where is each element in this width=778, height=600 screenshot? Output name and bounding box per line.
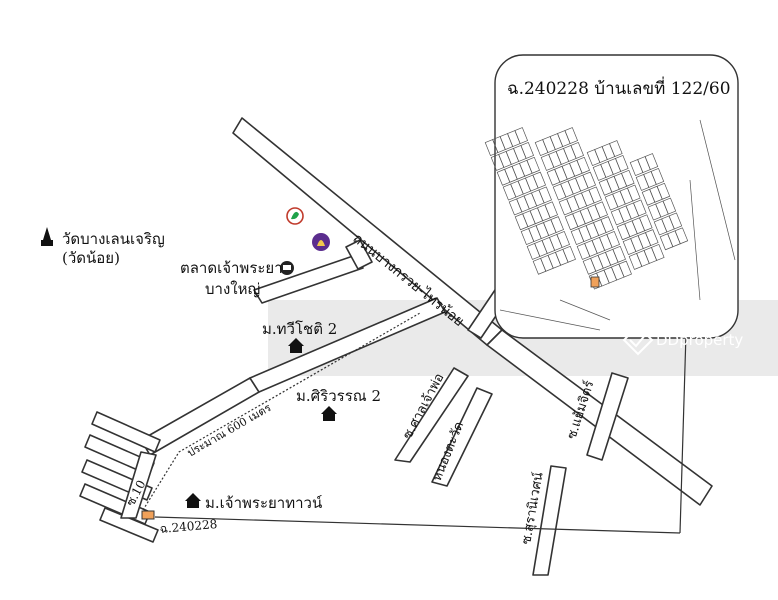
inset-lot xyxy=(644,153,659,171)
inset-lot xyxy=(615,154,629,172)
inset-lot xyxy=(612,245,626,263)
inset-lot xyxy=(538,186,552,204)
inset-boundary-line xyxy=(559,299,611,321)
inset-lot xyxy=(674,227,689,245)
inset-lot xyxy=(609,140,623,158)
soi-sala-road xyxy=(394,367,469,463)
inset-lot xyxy=(644,229,659,247)
inset-lot xyxy=(650,243,665,261)
soi-suran-road xyxy=(532,465,567,576)
kbank-icon xyxy=(286,207,304,225)
inset-lot xyxy=(650,167,665,185)
watermark-logo-icon xyxy=(622,324,654,356)
temple-label-line2: (วัดน้อย) xyxy=(62,249,120,267)
inset-lot xyxy=(582,171,597,189)
watermark: DDproperty xyxy=(622,324,743,356)
inset-lot xyxy=(618,260,632,278)
distance-dotted-line xyxy=(142,312,421,511)
soi-ekam-road xyxy=(586,372,629,461)
inset-lot xyxy=(662,197,677,215)
inset-lot xyxy=(600,216,614,234)
inset-lot xyxy=(570,141,585,159)
inset-lot xyxy=(532,171,547,189)
inset-boundary-line xyxy=(699,119,736,261)
temple-label-line1: วัดบางเลนเจริญ xyxy=(62,230,165,248)
market-label-line1: ตลาดเจ้าพระยา xyxy=(180,259,283,277)
plot-marker xyxy=(141,510,155,520)
village-siriwan-label: ม.ศิริวรรณ 2 xyxy=(296,387,381,405)
inset-boundary-line xyxy=(689,179,701,301)
inset-lot xyxy=(588,186,602,204)
soi-nongwat-road xyxy=(431,387,493,487)
inset-lot xyxy=(514,127,529,145)
inset-lot xyxy=(520,141,535,159)
scb-icon xyxy=(312,233,330,251)
inset-lot xyxy=(638,214,653,232)
market-road-stub xyxy=(345,239,373,270)
village-lane xyxy=(91,411,161,453)
inset-plot-grid xyxy=(484,119,736,331)
village-spine xyxy=(120,451,157,519)
inset-lot xyxy=(594,201,608,219)
inset-title: ฉ.240228 บ้านเลขที่ 122/60 xyxy=(507,76,731,99)
village-lane xyxy=(99,507,159,543)
inset-lot xyxy=(621,169,635,187)
inset-lot xyxy=(526,156,541,174)
home-icon xyxy=(288,338,304,353)
inset-boundary-line xyxy=(499,309,601,331)
home-icon xyxy=(321,406,337,421)
home-icon xyxy=(185,493,201,508)
watermark-text: DDproperty xyxy=(656,331,743,349)
inset-lot xyxy=(562,245,576,263)
inset-lot xyxy=(544,201,558,219)
market-icon xyxy=(280,261,294,275)
inset-lot xyxy=(656,182,671,200)
connector-line-right xyxy=(679,299,688,534)
west-road-mid xyxy=(249,297,446,393)
village-chaophraya-label: ม.เจ้าพระยาทาวน์ xyxy=(205,494,322,512)
inset-lot xyxy=(564,127,579,145)
inset-lot xyxy=(668,212,683,230)
market-label-line2: บางใหญ่ xyxy=(205,280,260,298)
temple-icon xyxy=(41,227,53,246)
inset-lot xyxy=(627,184,641,202)
inset-lot xyxy=(633,199,647,217)
inset-plot-marker xyxy=(590,276,600,288)
inset-lot xyxy=(606,230,620,248)
inset-lot xyxy=(550,216,564,234)
connector-line-bottom xyxy=(154,516,681,534)
inset-lot xyxy=(556,230,570,248)
inset-lot xyxy=(576,156,591,174)
village-tawee-label: ม.ทวีโชติ 2 xyxy=(262,320,337,338)
plot-code-label: ฉ.240228 xyxy=(159,517,218,536)
